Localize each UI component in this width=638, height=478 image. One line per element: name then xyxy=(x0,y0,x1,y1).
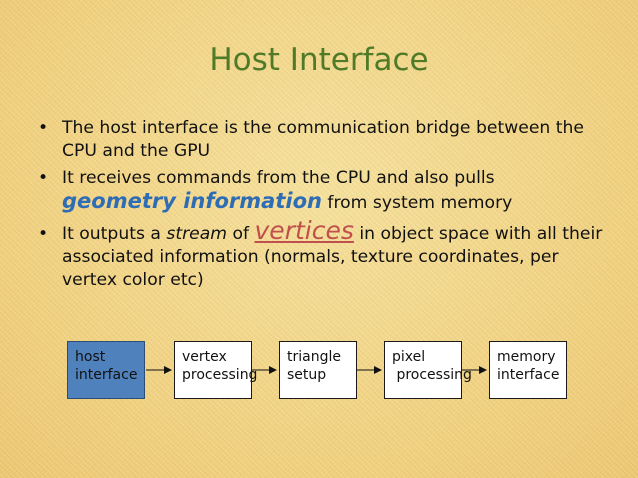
bullet-list: • The host interface is the communicatio… xyxy=(38,117,613,296)
bullet-1: • The host interface is the communicatio… xyxy=(38,117,613,163)
bullet-3: • It outputs a stream of vertices in obj… xyxy=(38,216,613,292)
box-label-line2: interface xyxy=(497,367,560,383)
pipeline-box-triangle-setup: triangle setup xyxy=(279,341,357,399)
box-label-line1: triangle xyxy=(287,349,341,365)
pipeline-box-vertex-processing: vertex processing xyxy=(174,341,258,399)
box-label-line2: interface xyxy=(75,367,138,383)
vertices-highlight: vertices xyxy=(254,216,354,245)
bullet-marker: • xyxy=(38,118,49,138)
slide-title: Host Interface xyxy=(209,42,429,78)
bullet-2: • It receives commands from the CPU and … xyxy=(38,167,613,215)
geometry-information-highlight: geometry information xyxy=(62,189,322,213)
bullet-2-text-pre: It receives commands from the CPU and al… xyxy=(62,168,495,188)
bullet-3-text-pre: It outputs a xyxy=(62,224,167,244)
stream-italic: stream xyxy=(166,224,228,244)
box-label-line1: pixel xyxy=(392,349,426,365)
bullet-3-text-mid: of xyxy=(227,224,255,244)
box-label-line2: setup xyxy=(287,367,327,383)
bullet-1-text: The host interface is the communication … xyxy=(62,118,584,161)
pipeline-box-host-interface: host interface xyxy=(67,341,145,399)
bullet-3-text-post: in object space with all their associate… xyxy=(62,224,603,290)
pipeline-box-memory-interface: memory interface xyxy=(489,341,567,399)
bullet-marker: • xyxy=(38,168,49,188)
box-label-line1: memory xyxy=(497,349,556,365)
box-label-line2: processing xyxy=(182,367,258,383)
pipeline-box-pixel-processing: pixel processing xyxy=(384,341,472,399)
box-label-line1: host xyxy=(75,349,106,365)
box-label-line1: vertex xyxy=(182,349,227,365)
bullet-marker: • xyxy=(38,224,49,244)
box-label-line2: processing xyxy=(392,367,472,383)
bullet-2-text-post: from system memory xyxy=(321,193,513,213)
